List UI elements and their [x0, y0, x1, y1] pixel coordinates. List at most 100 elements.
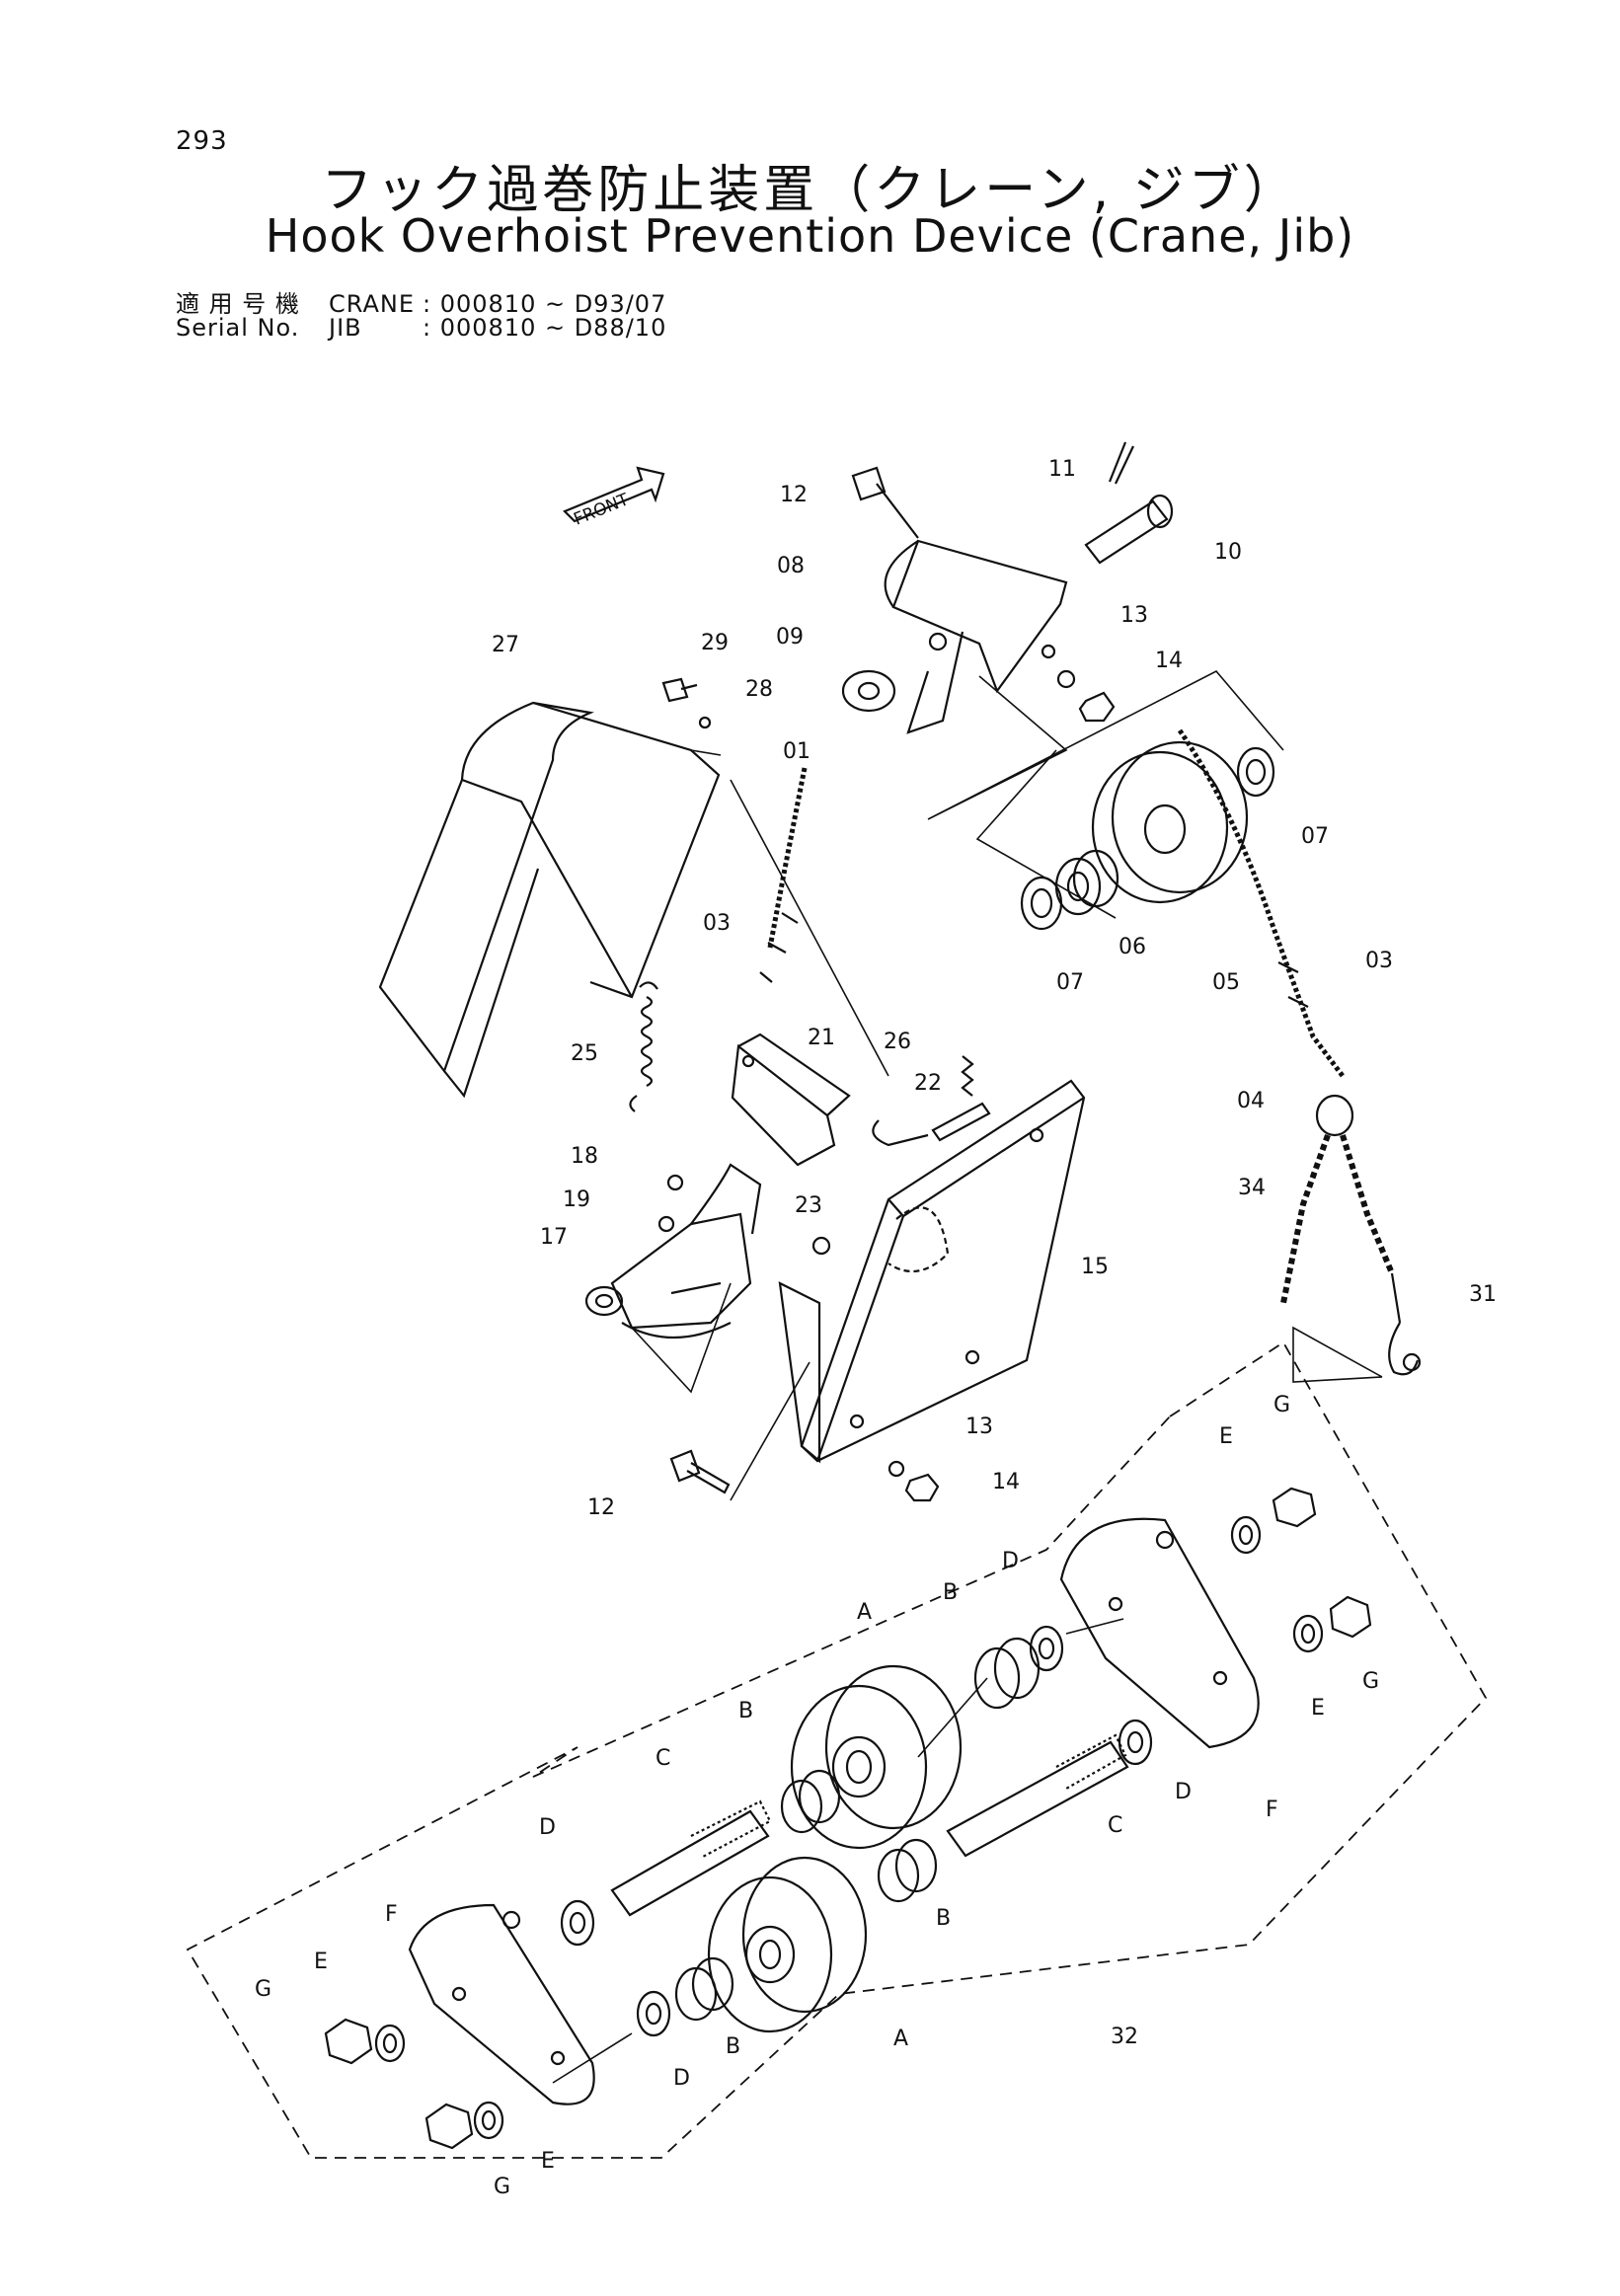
label-F-right: F	[1266, 1798, 1278, 1822]
upper-bracket	[884, 539, 1068, 734]
label-05: 05	[1212, 970, 1240, 995]
washer-28	[698, 716, 712, 729]
label-06: 06	[1119, 935, 1146, 959]
sheave-A-lower	[707, 1856, 868, 2033]
side-plate-F-left	[408, 1903, 595, 2105]
label-17: 17	[540, 1225, 568, 1250]
washer-10	[841, 669, 896, 713]
shaft-C-upper	[610, 1799, 772, 1917]
label-13-lower: 13	[965, 1415, 993, 1439]
bushings-B	[674, 1637, 1041, 2022]
label-B-mid: B	[936, 1906, 951, 1931]
label-23: 23	[795, 1193, 822, 1218]
serial-range-crane: : 000810 ~ D93/07	[423, 290, 667, 318]
nut-14-top	[1078, 691, 1116, 723]
label-10: 09	[776, 625, 804, 650]
label-D-left: D	[539, 1815, 556, 1840]
label-G-bottom: G	[494, 2175, 510, 2199]
serial-row-jib: Serial No. JIB : 000810 ~ D88/10	[176, 314, 666, 342]
washer-13-top	[1056, 669, 1076, 689]
label-C-lower: C	[1108, 1813, 1122, 1838]
label-31: 31	[1469, 1282, 1497, 1307]
label-19: 19	[563, 1187, 590, 1212]
label-07-right: 07	[1301, 824, 1329, 849]
label-B-lower: B	[726, 2034, 740, 2059]
page-title-english: Hook Overhoist Prevention Device (Crane,…	[265, 209, 1355, 263]
washers-E	[374, 1515, 1324, 2140]
front-arrow-icon: FRONT	[563, 466, 665, 530]
label-04: 04	[1237, 1089, 1265, 1113]
label-A-top: A	[857, 1600, 872, 1625]
serial-model-jib: JIB	[329, 314, 362, 342]
chain-assembly	[1280, 1094, 1402, 1324]
limit-switch	[584, 1163, 762, 1339]
label-26: 26	[884, 1030, 911, 1054]
screw-18	[666, 1174, 684, 1191]
page-title-japanese: フック過巻防止装置（クレーン, ジブ）	[321, 161, 1299, 220]
shaft-C-lower	[946, 1733, 1129, 1858]
leader-lines	[631, 669, 1383, 1501]
washer-07a	[1020, 876, 1063, 931]
label-03-right: 03	[1365, 949, 1393, 973]
rope-clips-left	[759, 912, 799, 983]
bushing-06	[1054, 849, 1119, 916]
label-D-right: D	[1175, 1780, 1192, 1804]
label-03-left: 03	[703, 911, 731, 936]
serial-label-english: Serial No.	[176, 314, 300, 342]
label-07-left: 07	[1056, 970, 1084, 995]
label-29: 29	[701, 631, 729, 655]
serial-range-jib: : 000810 ~ D88/10	[423, 314, 667, 342]
shackle-31	[1388, 1322, 1422, 1376]
washers-D	[560, 1625, 1153, 2037]
cotter-11	[1108, 441, 1134, 485]
label-E-right: E	[1311, 1696, 1325, 1721]
rope-clips-right	[1277, 961, 1309, 1008]
label-A-lower: A	[893, 2027, 908, 2051]
assembly-leaders	[552, 1618, 1124, 2084]
cover-plate	[378, 701, 721, 1099]
nuts-G	[324, 1487, 1372, 2150]
label-G-top: G	[1273, 1393, 1290, 1417]
page-number: 293	[176, 126, 228, 156]
label-C-upper: C	[656, 1746, 670, 1771]
label-14-top: 14	[1155, 649, 1183, 673]
pin-09	[1084, 494, 1174, 565]
label-21: 21	[808, 1026, 835, 1050]
nut-14-lower	[904, 1473, 940, 1502]
label-G-left: G	[255, 1977, 271, 2002]
label-14-lower: 14	[992, 1470, 1020, 1494]
part-labels: 27 29 28 12 11 10 08 09 13 14 01 07 03 0…	[492, 457, 1497, 2049]
sheave-A-upper	[790, 1664, 963, 1850]
label-B-left: B	[738, 1699, 753, 1723]
label-E-top: E	[1219, 1424, 1233, 1449]
label-22: 22	[914, 1071, 942, 1096]
wire-rope-right	[1177, 728, 1345, 1078]
washer-23	[811, 1236, 831, 1256]
washer-19	[657, 1215, 675, 1233]
label-15: 15	[1081, 1255, 1109, 1279]
assembly-32-boundary	[186, 1340, 1488, 2159]
side-plate-F-right	[1059, 1517, 1260, 1749]
washer-07b	[1236, 746, 1275, 798]
bolt-29	[661, 677, 698, 703]
label-B-top: B	[943, 1580, 958, 1605]
serial-model-crane: CRANE	[329, 290, 415, 318]
label-12-lower: 12	[587, 1495, 615, 1520]
washer-13-lower	[887, 1460, 905, 1478]
label-01: 01	[783, 739, 810, 764]
label-18: 18	[571, 1144, 598, 1169]
label-09: 10	[1214, 540, 1242, 565]
label-25: 25	[571, 1041, 598, 1066]
label-28: 28	[745, 677, 773, 702]
label-12-top: 12	[780, 483, 808, 507]
label-E-bottom: E	[541, 2149, 555, 2174]
label-E-left: E	[314, 1950, 328, 1974]
label-27: 27	[492, 633, 519, 657]
wire-rope-upper	[767, 767, 808, 949]
label-11: 11	[1048, 457, 1076, 482]
sub-labels: G E D A B G E B C D F C D F B E G A B D …	[255, 1393, 1379, 2199]
label-13-top: 13	[1120, 603, 1148, 628]
main-plate	[778, 1079, 1086, 1464]
